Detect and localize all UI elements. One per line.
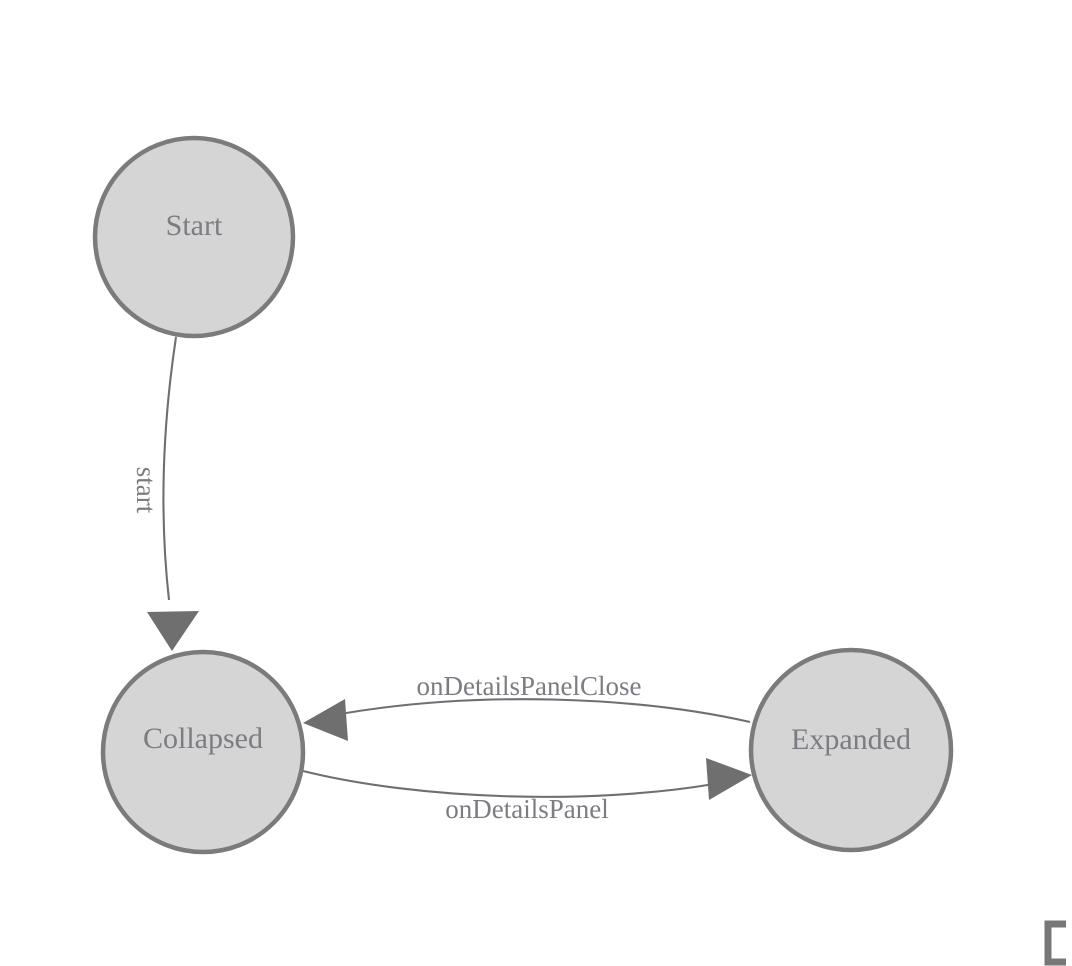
node-start-label: Start [166, 209, 223, 242]
edge-collapsed-expanded-path [302, 769, 715, 798]
bottom-right-corner-bracket-icon [1044, 920, 1066, 966]
edge-start-collapsed-path [162, 336, 178, 601]
node-start[interactable]: Start [92, 135, 296, 339]
node-collapsed[interactable]: Collapsed [100, 649, 306, 855]
edge-start-collapsed-arrowhead-icon [147, 611, 199, 651]
edge-expanded-collapsed[interactable] [303, 698, 751, 741]
node-collapsed-label: Collapsed [143, 722, 263, 755]
edge-label-on-details-panel-close: onDetailsPanelClose [417, 671, 642, 701]
edge-label-start: start [131, 467, 161, 514]
node-expanded-circle [748, 647, 954, 853]
node-start-circle [92, 135, 296, 339]
edge-start-collapsed[interactable] [147, 336, 199, 651]
edge-label-on-details-panel: onDetailsPanel [445, 794, 608, 824]
edge-collapsed-expanded-arrowhead-icon [706, 758, 752, 800]
node-collapsed-circle [100, 649, 306, 855]
edge-expanded-collapsed-path [339, 698, 751, 724]
edge-collapsed-expanded[interactable] [302, 758, 752, 800]
edge-expanded-collapsed-arrowhead-icon [303, 699, 348, 741]
node-expanded-label: Expanded [791, 723, 911, 756]
node-expanded[interactable]: Expanded [748, 647, 954, 853]
